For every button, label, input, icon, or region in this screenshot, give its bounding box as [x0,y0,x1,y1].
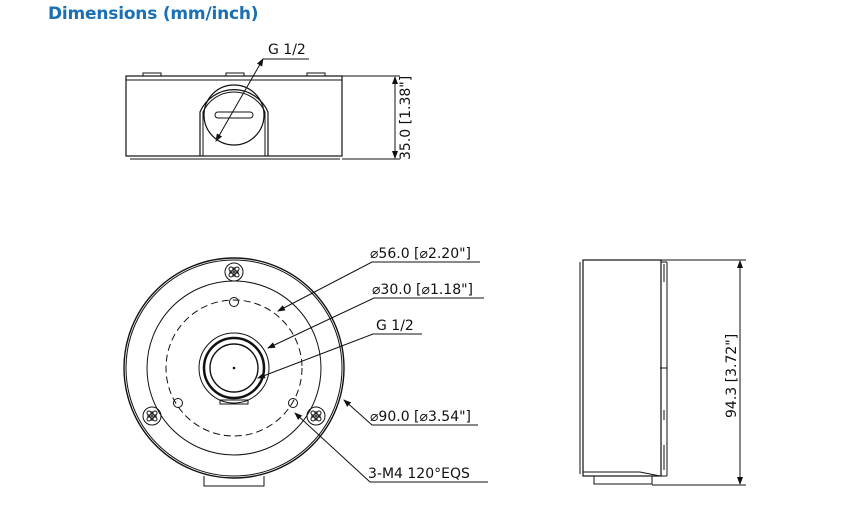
front-view: ⌀56.0 [⌀2.20"] ⌀30.0 [⌀1.18"] G 1/2 ⌀90.… [123,246,488,487]
mount-hole [288,398,298,408]
screw-icon [142,406,162,426]
holes-label: 3-M4 120°EQS [368,466,470,482]
d56-label: ⌀56.0 [⌀2.20"] [370,246,471,262]
d90-label: ⌀90.0 [⌀3.54"] [370,409,471,425]
top-height-label: 35.0 [1.38"] [398,76,414,160]
page-title: Dimensions (mm/inch) [48,4,259,24]
right-side-view: 94.3 [3.72"] [579,259,746,486]
mount-hole [229,297,239,307]
top-thread-label: G 1/2 [268,42,306,58]
top-side-view: G 1/2 35.0 [1.38"] [125,42,414,160]
screw-icon [306,406,326,426]
right-height-label: 94.3 [3.72"] [724,334,740,418]
d30-label: ⌀30.0 [⌀1.18"] [372,282,473,298]
front-thread-label: G 1/2 [376,318,414,334]
screw-icon [224,262,244,282]
mount-hole [173,398,183,408]
